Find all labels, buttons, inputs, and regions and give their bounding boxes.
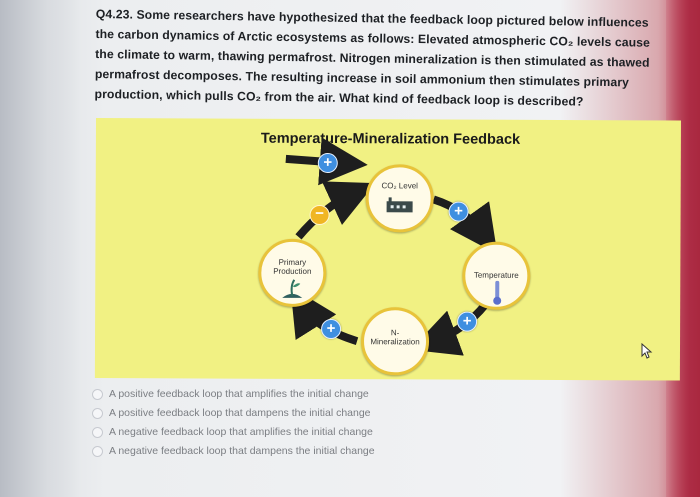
plus-sign-icon: + xyxy=(317,152,338,174)
co2-level-node: CO₂ Level xyxy=(365,164,434,233)
option-label: A positive feedback loop that dampens th… xyxy=(109,407,371,419)
option-label: A positive feedback loop that amplifies … xyxy=(109,388,369,400)
radio-button[interactable] xyxy=(92,427,103,438)
minus-sign-icon: − xyxy=(309,204,330,226)
plant-icon xyxy=(282,279,303,298)
mouse-cursor-icon xyxy=(641,343,653,359)
background-shadow-left xyxy=(0,0,80,497)
radio-button[interactable] xyxy=(92,446,103,457)
plus-sign-icon: + xyxy=(457,311,478,332)
option-label: A negative feedback loop that amplifies … xyxy=(109,426,373,438)
answer-option-3[interactable]: A negative feedback loop that amplifies … xyxy=(92,423,375,442)
radio-button[interactable] xyxy=(92,408,103,419)
answer-option-1[interactable]: A positive feedback loop that amplifies … xyxy=(92,385,375,404)
answer-options: A positive feedback loop that amplifies … xyxy=(92,385,375,461)
answer-option-2[interactable]: A positive feedback loop that dampens th… xyxy=(92,404,375,423)
radio-button[interactable] xyxy=(92,389,103,400)
temperature-node: Temperature xyxy=(462,241,531,310)
plus-sign-icon: + xyxy=(448,201,469,222)
thermometer-icon xyxy=(493,280,502,305)
plus-sign-icon: + xyxy=(321,318,342,340)
feedback-diagram: Temperature-Mineralization Feedback CO₂ … xyxy=(94,118,681,381)
option-label: A negative feedback loop that dampens th… xyxy=(109,445,375,457)
n-mineralization-node: N- Mineralization xyxy=(360,307,430,376)
factory-icon xyxy=(386,197,413,213)
question-text: Q4.23. Some researchers have hypothesize… xyxy=(94,4,675,113)
primary-production-node: Primary Production xyxy=(258,238,327,308)
answer-option-4[interactable]: A negative feedback loop that dampens th… xyxy=(92,442,375,461)
